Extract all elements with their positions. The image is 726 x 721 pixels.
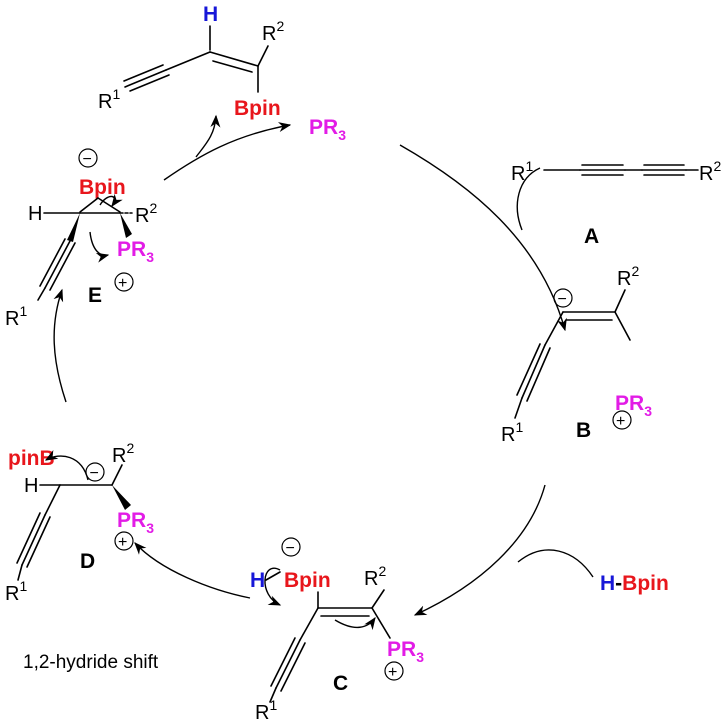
c-bpin-group: Bpin xyxy=(284,569,331,592)
product-structure: H R1 R2 Bpin xyxy=(98,3,284,120)
intermediate-e: − Bpin H R2 PR3 + R1 E xyxy=(5,148,157,330)
diyne-r2-label: R2 xyxy=(699,158,721,185)
label-a: A xyxy=(584,225,599,248)
d-pr3-group: PR3 xyxy=(117,509,154,536)
c-plus-charge: + xyxy=(388,664,397,681)
arrow-c-to-d xyxy=(134,542,251,599)
label-b: B xyxy=(576,419,591,442)
c-r2-label: R2 xyxy=(364,563,386,590)
product-r2-label: R2 xyxy=(262,18,284,45)
e-minus-charge: − xyxy=(83,151,92,168)
arrow-e-to-catalyst xyxy=(163,122,292,181)
b-r1-label: R1 xyxy=(501,419,523,446)
c-r1-label: R1 xyxy=(255,697,277,721)
b-pr3-group: PR3 xyxy=(615,392,652,419)
arrow-d-to-e xyxy=(53,288,67,403)
label-c: C xyxy=(333,672,348,695)
d-r1-label: R1 xyxy=(5,578,27,605)
intermediate-d: pinB H − R2 PR3 + R1 D xyxy=(5,440,154,605)
arrow-release-product xyxy=(195,114,221,158)
product-bpin-group: Bpin xyxy=(234,97,281,120)
b-r2-label: R2 xyxy=(617,263,639,290)
arrow-b-to-c xyxy=(413,484,546,616)
e-pr3-group: PR3 xyxy=(117,238,154,265)
c-minus-charge: − xyxy=(286,540,295,557)
reagent-h-bpin: H-Bpin xyxy=(600,572,669,595)
c-h-atom: H xyxy=(250,569,265,592)
e-r2-label: R2 xyxy=(135,200,157,227)
c-pr3-group: PR3 xyxy=(387,638,424,665)
step-label-hydride-shift: 1,2-hydride shift xyxy=(23,652,159,673)
e-plus-charge: + xyxy=(118,275,127,292)
b-minus-charge: − xyxy=(558,291,567,308)
arrow-hbpin-entry xyxy=(517,549,594,578)
d-r2-label: R2 xyxy=(112,440,134,467)
diyne-r1-label: R1 xyxy=(511,158,533,185)
label-e: E xyxy=(88,284,102,307)
product-r1-label: R1 xyxy=(98,86,120,113)
d-h-atom: H xyxy=(24,475,38,497)
intermediate-c: − H Bpin R2 PR3 + R1 C xyxy=(250,537,424,721)
substrate-a-diyne: R1 R2 A xyxy=(511,158,721,248)
e-h-atom: H xyxy=(28,203,42,225)
e-bpin-group: Bpin xyxy=(79,176,126,199)
label-d: D xyxy=(80,550,95,573)
catalyst-pr3: PR3 xyxy=(309,116,346,143)
d-minus-charge: − xyxy=(90,465,99,482)
d-plus-charge: + xyxy=(118,534,127,551)
b-plus-charge: + xyxy=(616,413,625,430)
d-pinb-group: pinB xyxy=(8,447,55,470)
arrow-a-to-b xyxy=(399,144,567,332)
intermediate-b: − R2 PR3 + R1 B xyxy=(501,263,652,446)
e-r1-label: R1 xyxy=(5,303,27,330)
arrow-diyne-entry xyxy=(516,167,541,231)
product-h-atom: H xyxy=(203,3,218,26)
